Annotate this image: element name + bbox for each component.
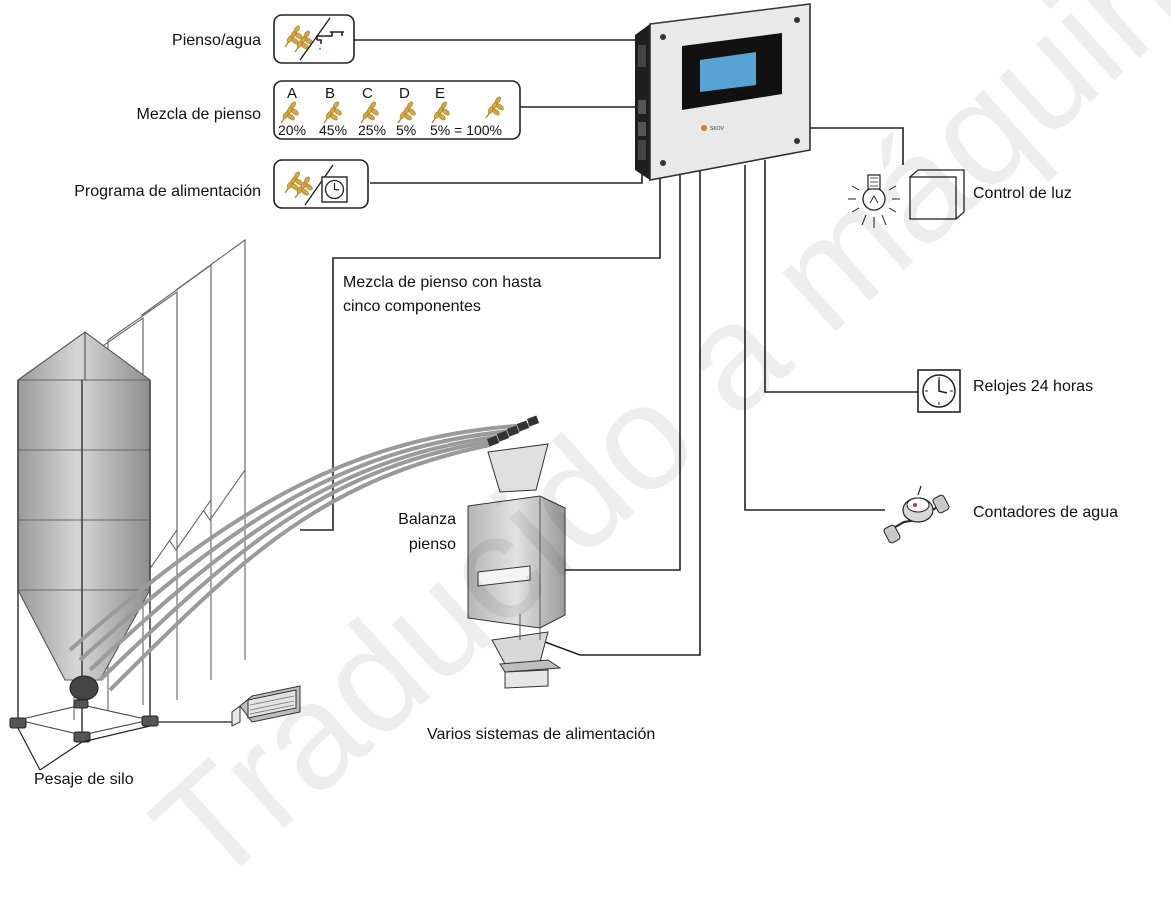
mix-letter-e: E: [435, 85, 446, 102]
label-mix-components-line1: Mezcla de pienso con hasta: [343, 274, 542, 291]
label-feed-water: Pienso/agua: [172, 32, 261, 49]
label-feeding-systems: Varios sistemas de alimentación: [427, 726, 656, 743]
mix-letter-b: B: [325, 85, 336, 102]
controller-brand: SKOV: [710, 126, 725, 132]
feed-mix-box: [273, 80, 521, 140]
mix-percent-d: 5%: [396, 122, 417, 138]
light-bulb-icon: [848, 174, 900, 228]
feed-water-icon-box: [273, 14, 355, 64]
pipe-ends: [486, 415, 540, 447]
silo-group: [17, 238, 246, 736]
feed-scale: [467, 443, 566, 689]
mix-letter-c: C: [362, 85, 373, 102]
label-clocks-24h: Relojes 24 horas: [973, 378, 1094, 395]
label-light-control: Control de luz: [973, 185, 1072, 202]
faucet-icon: [316, 31, 344, 50]
label-feeding-program: Programa de alimentación: [74, 183, 261, 200]
diagram-canvas: SKOV: [9, 3, 965, 771]
climate-controller: SKOV: [635, 3, 811, 181]
silo-weighing-unit: [231, 685, 301, 727]
mix-letter-a: A: [287, 85, 298, 102]
label-water-meters: Contadores de agua: [973, 504, 1118, 521]
clock-24h-icon: [917, 369, 961, 413]
brand-logo: [701, 125, 707, 131]
feed-pipes: [68, 423, 531, 692]
label-silo-weighing: Pesaje de silo: [34, 771, 134, 788]
label-feed-mix: Mezcla de pienso: [136, 106, 261, 123]
mix-percent-e-total: 5% = 100%: [430, 122, 502, 138]
label-mix-components-line2: cinco componentes: [343, 298, 481, 315]
mix-percent-c: 25%: [358, 122, 387, 138]
mix-letter-d: D: [399, 85, 410, 102]
clock-icon: [321, 176, 348, 203]
weighing-lines: [17, 721, 240, 771]
label-scale-line1: Balanza: [398, 511, 456, 528]
light-control-box: [909, 169, 965, 220]
mix-percent-a: 20%: [278, 122, 307, 138]
feeding-program-icon-box: [273, 159, 369, 209]
silo-load-cells: [9, 699, 159, 743]
connection-lines: [300, 39, 918, 656]
label-scale-line2: pienso: [408, 536, 456, 553]
water-meter-icon: [883, 485, 950, 544]
mix-percent-b: 45%: [319, 122, 348, 138]
